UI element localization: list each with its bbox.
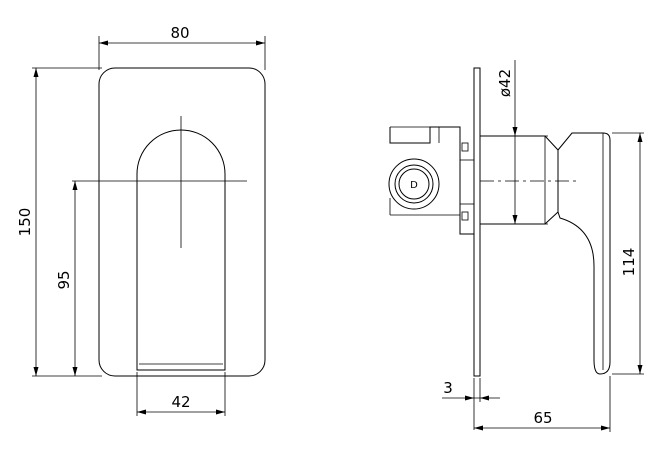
dim-lever-width: 42 (136, 372, 226, 416)
dim-center-height-label: 95 (55, 270, 73, 289)
cover-plate-outline (98, 67, 266, 377)
dim-height-label: 150 (16, 208, 34, 237)
in-wall-body (389, 126, 474, 235)
wall-plate (473, 67, 481, 377)
dim-depth: 65 (474, 376, 611, 432)
dim-lever-height-label: 114 (620, 248, 638, 277)
lever-side-profile (557, 132, 611, 375)
dim-plate-thickness: 3 (442, 378, 500, 430)
dim-diameter: ø42 (486, 60, 548, 225)
dim-depth-label: 65 (533, 409, 552, 427)
dim-lever-width-label: 42 (171, 393, 190, 411)
side-view: D ø42 114 (388, 60, 644, 432)
mixer-body (480, 135, 580, 225)
dim-height: 150 (16, 67, 102, 377)
dim-plate-thickness-label: 3 (443, 379, 453, 397)
front-view: 80 150 95 42 (16, 24, 266, 416)
dim-diameter-label: ø42 (496, 69, 514, 97)
dim-center-height: 95 (55, 181, 78, 376)
dim-lever-height: 114 (612, 132, 644, 375)
dim-width: 80 (98, 24, 266, 70)
cartridge-marker: D (410, 180, 418, 191)
lever-outline (136, 129, 226, 371)
dim-width-label: 80 (170, 24, 189, 42)
cartridge-connector: D (388, 158, 440, 210)
